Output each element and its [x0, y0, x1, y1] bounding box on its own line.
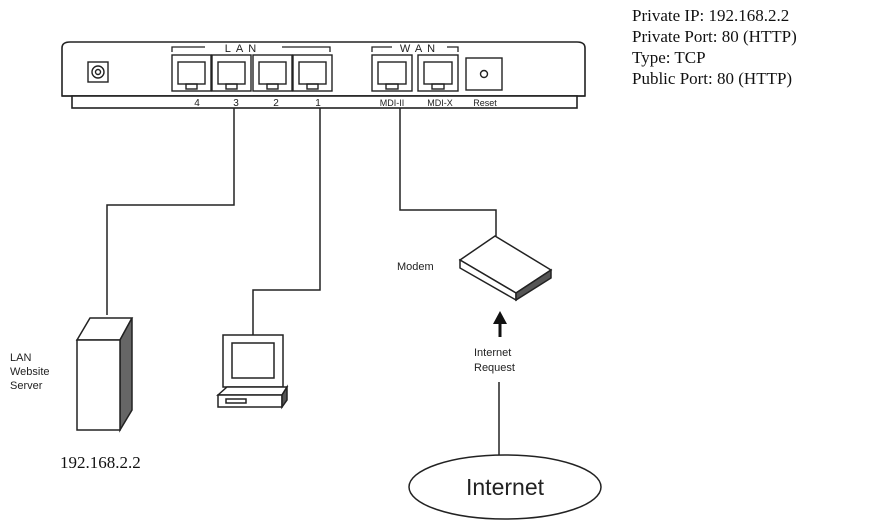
reset-button-icon	[465, 57, 503, 91]
power-jack-icon	[87, 61, 109, 83]
computer-icon	[216, 334, 289, 410]
lan-port-3	[211, 54, 252, 92]
public-port-text: Public Port: 80 (HTTP)	[632, 69, 793, 88]
private-port-text: Private Port: 80 (HTTP)	[632, 27, 797, 46]
cable-lan3-to-server	[106, 108, 235, 315]
forwarding-rule-info: Private IP: 192.168.2.2 Private Port: 80…	[632, 5, 797, 89]
lan-port-4	[171, 54, 212, 92]
lan-port-label-1: 1	[315, 98, 321, 109]
server-ip-caption: 192.168.2.2	[60, 453, 141, 472]
lan-port-label-4: 4	[194, 98, 200, 109]
lan-port-1	[292, 54, 333, 92]
cables	[106, 108, 500, 455]
wan-port-mdi-ii	[371, 54, 413, 92]
lan-ports	[171, 54, 333, 92]
server-label-line1: LAN	[10, 352, 31, 364]
wan-ports	[371, 54, 459, 92]
wan-port-label-mdi-ii: MDI-II	[380, 98, 405, 108]
reset-label: Reset	[473, 98, 497, 108]
modem-label: Modem	[397, 261, 434, 273]
cable-lan1-to-pc	[252, 108, 321, 335]
internet-label: Internet	[466, 474, 545, 500]
lan-port-label-3: 3	[233, 98, 239, 109]
arrow-up-icon	[493, 311, 507, 337]
wan-group-label: WAN	[400, 43, 440, 55]
modem-icon	[458, 235, 553, 302]
wan-port-mdi-x	[417, 54, 459, 92]
lan-port-2	[252, 54, 293, 92]
lan-bracket	[171, 46, 331, 52]
request-label-line2: Request	[474, 362, 515, 374]
wan-bracket	[371, 46, 459, 52]
lan-port-label-2: 2	[273, 98, 279, 109]
server-label-line3: Server	[10, 380, 43, 392]
server-icon	[75, 317, 134, 433]
wan-port-label-mdi-x: MDI-X	[427, 98, 453, 108]
server-label-line2: Website	[10, 366, 50, 378]
type-text: Type: TCP	[632, 48, 706, 67]
lan-group-label: LAN	[225, 43, 261, 55]
cable-wan-to-modem	[399, 108, 497, 236]
private-ip-text: Private IP: 192.168.2.2	[632, 6, 790, 25]
internet-ellipse	[408, 454, 602, 520]
request-label-line1: Internet	[474, 347, 511, 359]
